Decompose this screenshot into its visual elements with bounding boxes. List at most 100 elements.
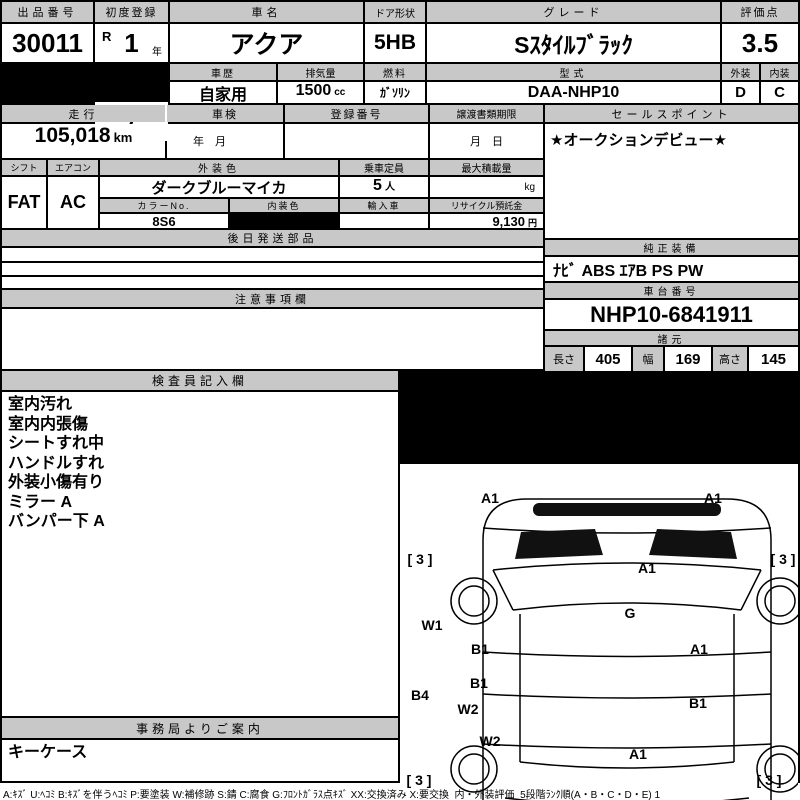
later-parts-header: 後日発送部品: [2, 230, 543, 246]
legend-text: A:ｷｽﾞ U:ﾍｺﾐ B:ｷｽﾞを伴うﾍｺﾐ P:要塗装 W:補修跡 S:錆 …: [3, 790, 661, 800]
capacity-value-cell: 5 人: [340, 177, 428, 197]
history-value: 自家用: [170, 82, 276, 103]
office-notes-list: キーケース: [2, 740, 398, 781]
note-line: キーケース: [8, 744, 88, 761]
damage-code: [ 3 ]: [407, 551, 433, 567]
height-label: 高さ: [713, 347, 747, 371]
first-reg-header: 初度登録: [95, 2, 168, 22]
year-unit-label: 年: [152, 47, 162, 58]
era-code: R: [102, 29, 112, 44]
first-reg-year: 1: [124, 27, 139, 58]
aircon-value: AC: [48, 177, 98, 228]
max-load-header: 最大積載量: [430, 160, 543, 175]
damage-code: [ 3 ]: [406, 772, 432, 788]
displacement-header: 排気量: [278, 64, 363, 80]
auction-no-header: 出品番号: [2, 2, 93, 22]
width-label: 幅: [633, 347, 663, 371]
damage-code: W2: [479, 733, 501, 749]
later-parts-blank-row: [2, 277, 543, 288]
reg-no-header: 登録番号: [285, 105, 428, 122]
equipment-value: ﾅﾋﾞ ABS ｴｱB PS PW: [545, 257, 798, 281]
interior-grade-header: 内装: [761, 64, 798, 80]
auction-no-value: 30011: [2, 24, 93, 62]
mileage-value-cell: 105,018 km: [2, 124, 165, 158]
damage-code: G: [624, 605, 636, 621]
note-line: バンパー下 A: [8, 513, 105, 530]
interior-color-header: 内装色: [230, 199, 338, 212]
sales-point-header: セールスポイント: [545, 105, 798, 122]
history-header: 車歴: [170, 64, 276, 80]
exterior-grade-header: 外装: [722, 64, 759, 80]
model-code-value: DAA-NHP10: [427, 82, 720, 103]
capacity-header: 乗車定員: [340, 160, 428, 175]
capacity-value: 5: [373, 177, 382, 194]
damage-code: A1: [629, 746, 647, 762]
exterior-color-header: 外装色: [100, 160, 338, 175]
car-outline: [449, 498, 798, 800]
note-line: 外装小傷有り: [8, 474, 105, 491]
recycle-deposit-header: リサイクル預託金: [430, 199, 543, 212]
exterior-grade-value: D: [722, 82, 759, 103]
later-parts-blank-row: [2, 248, 543, 261]
recycle-deposit-cell: 9,130 円: [430, 214, 543, 228]
caution-blank-area: [2, 309, 543, 369]
sales-point-value: ★オークションデビュー★: [545, 124, 798, 238]
grade-value: Sｽﾀｲﾙﾌﾞﾗｯｸ: [427, 24, 720, 62]
transfer-deadline-value: 月 日: [430, 124, 543, 158]
damage-code: B1: [689, 695, 707, 711]
recycle-deposit-unit: 円: [527, 218, 537, 228]
recycle-deposit-value: 9,130: [492, 214, 525, 228]
note-line: 室内汚れ: [8, 396, 73, 413]
note-line: ミラー A: [8, 493, 73, 511]
mileage-value: 105,018: [34, 124, 111, 147]
transfer-deadline-header: 譲渡書類期限: [430, 105, 543, 122]
shift-header: シフト: [2, 160, 46, 175]
damage-code: A1: [690, 641, 708, 657]
model-code-header: 型式: [427, 64, 720, 80]
inspection-value: 年 月: [167, 124, 283, 158]
exterior-color-value: ダークブルーマイカ: [100, 177, 338, 197]
length-label: 長さ: [545, 347, 583, 371]
first-reg-year-cell: R 1 年: [95, 24, 168, 62]
damage-code: B4: [411, 687, 429, 703]
length-value: 405: [585, 347, 631, 371]
height-value: 145: [749, 347, 798, 371]
damage-code: W1: [421, 617, 443, 633]
mileage-header: 走行: [2, 105, 165, 122]
import-car-value: [340, 214, 428, 228]
inspector-header: 検査員記入欄: [2, 371, 398, 390]
max-load-unit: kg: [430, 177, 543, 197]
displacement-value-cell: 1500 cc: [278, 82, 363, 103]
damage-code: [ 3 ]: [770, 551, 796, 567]
color-no-header: カラーNo.: [100, 199, 228, 212]
damage-code: A1: [481, 490, 499, 506]
door-shape-header: ドア形状: [365, 2, 425, 22]
width-value: 169: [665, 347, 711, 371]
note-line: ハンドルすれ: [8, 454, 105, 472]
score-header: 評価点: [722, 2, 798, 22]
chassis-no-header: 車台番号: [545, 283, 798, 298]
displacement-unit: cc: [334, 87, 346, 98]
mileage-unit: km: [113, 130, 133, 145]
car-name-header: 車名: [170, 2, 363, 22]
equipment-header: 純正装備: [545, 240, 798, 255]
damage-code: A1: [704, 490, 722, 506]
shift-value: FAT: [2, 177, 46, 228]
specs-header: 諸元: [545, 331, 798, 345]
damage-code: B1: [471, 641, 489, 657]
capacity-unit: 人: [384, 182, 395, 193]
color-no-value: 8S6: [100, 214, 228, 228]
aircon-header: エアコン: [48, 160, 98, 175]
black-filler-box: [2, 64, 93, 103]
car-name-value: アクア: [170, 24, 363, 62]
note-line: シートすれ中: [8, 435, 105, 452]
door-shape-value: 5HB: [365, 24, 425, 62]
score-value: 3.5: [722, 24, 798, 62]
interior-grade-value: C: [761, 82, 798, 103]
chassis-no-value: NHP10-6841911: [545, 300, 798, 329]
